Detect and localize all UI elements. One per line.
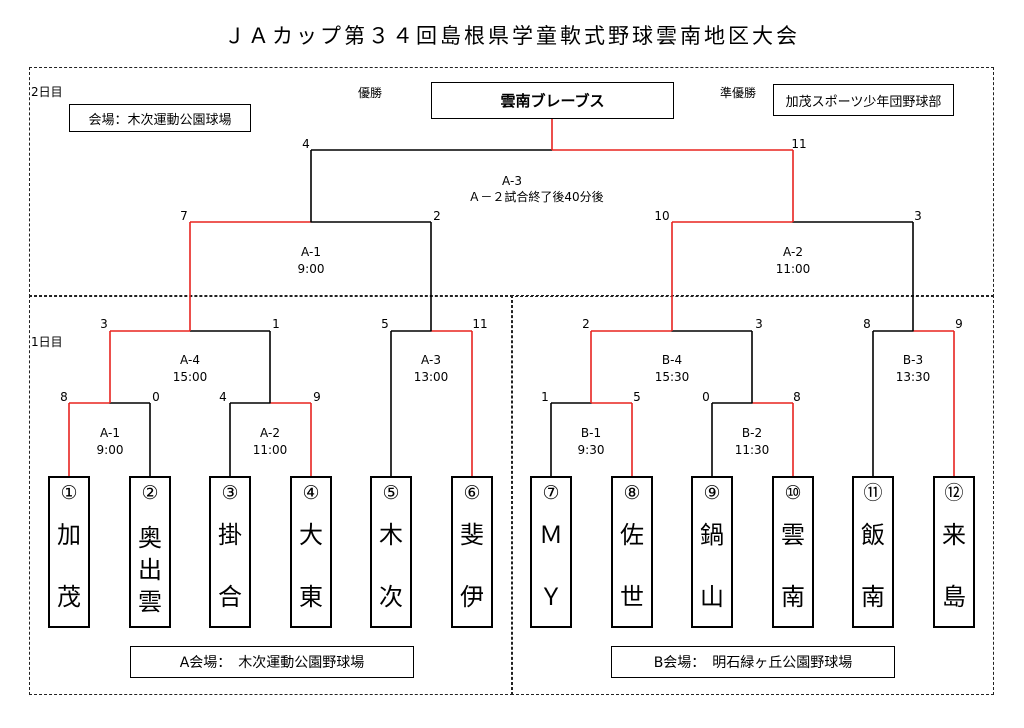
team-number: ⑦ <box>542 482 560 504</box>
final-left-score: 4 <box>302 137 310 151</box>
runnerup-name: 加茂スポーツ少年団野球部 <box>785 94 942 110</box>
day2-venue-box: 会場：木次運動公園球場 <box>69 104 251 132</box>
team-box-10: ⑩ 雲南 <box>772 476 814 628</box>
team-box-4: ④ 大東 <box>290 476 332 628</box>
match-b2-code: B-2 <box>741 426 763 440</box>
venue-b-region <box>511 295 994 695</box>
team-name: 雲南 <box>781 521 805 611</box>
page-title: ＪＡカップ第３４回島根県学童軟式野球雲南地区大会 <box>224 24 800 48</box>
venue-b-text: B会場： 明石緑ヶ丘公園野球場 <box>653 655 853 671</box>
match-a4-right-score: 1 <box>272 317 280 331</box>
final-right-score: 11 <box>791 137 807 151</box>
team-number: ① <box>60 482 78 504</box>
team-number: ⑩ <box>784 482 802 504</box>
champion-name: 雲南ブレーブス <box>500 92 605 110</box>
final-code: A-3 <box>502 174 522 188</box>
match-b2-right-score: 8 <box>793 390 801 404</box>
team-name: 掛合 <box>218 521 242 611</box>
match-a3-time: 13:00 <box>413 370 449 384</box>
final-time: Ａ－２試合終了後40分後 <box>468 190 604 204</box>
match-b2-time: 11:30 <box>734 443 770 457</box>
match-a2-right-score: 9 <box>313 390 321 404</box>
team-name: 加茂 <box>57 521 81 611</box>
team-box-7: ⑦ ＭＹ <box>530 476 572 628</box>
team-number: ② <box>141 482 159 504</box>
semi-left-right-score: 2 <box>433 209 441 223</box>
team-box-6: ⑥ 斐伊 <box>451 476 493 628</box>
match-b4-right-score: 3 <box>755 317 763 331</box>
champion-label: 優勝 <box>358 86 383 100</box>
semi-right-time: 11:00 <box>775 262 811 276</box>
semi-right-left-score: 10 <box>654 209 670 223</box>
champion-box: 雲南ブレーブス <box>431 82 674 119</box>
semi-left-left-score: 7 <box>180 209 188 223</box>
match-a1-left-score: 8 <box>60 390 68 404</box>
match-b1-time: 9:30 <box>577 443 605 457</box>
match-b4-code: B-4 <box>661 353 683 367</box>
team-name: 佐世 <box>620 521 644 611</box>
team-box-12: ⑫ 来島 <box>933 476 975 628</box>
venue-a-box: A会場： 木次運動公園野球場 <box>130 646 414 678</box>
match-b3-left-score: 8 <box>863 317 871 331</box>
match-a1-code: A-1 <box>100 426 120 440</box>
team-box-11: ⑪ 飯南 <box>852 476 894 628</box>
venue-b-box: B会場： 明石緑ヶ丘公園野球場 <box>611 646 895 678</box>
match-b1-right-score: 5 <box>633 390 641 404</box>
team-name: 奥出雲 <box>138 524 162 616</box>
team-number: ⑥ <box>463 482 481 504</box>
team-name: 飯南 <box>861 521 885 611</box>
match-a1-right-score: 0 <box>152 390 160 404</box>
venue-a-text: A会場： 木次運動公園野球場 <box>179 655 365 671</box>
team-number: ⑤ <box>382 482 400 504</box>
day1-label: 1日目 <box>31 335 63 349</box>
match-a3-left-score: 5 <box>381 317 389 331</box>
team-name: 木次 <box>379 521 403 611</box>
match-a4-code: A-4 <box>180 353 200 367</box>
team-name: 大東 <box>299 521 323 611</box>
team-box-8: ⑧ 佐世 <box>611 476 653 628</box>
match-b3-code: B-3 <box>902 353 924 367</box>
runnerup-box: 加茂スポーツ少年団野球部 <box>773 84 954 116</box>
match-a4-left-score: 3 <box>100 317 108 331</box>
match-b3-time: 13:30 <box>895 370 931 384</box>
team-box-5: ⑤ 木次 <box>370 476 412 628</box>
venue-a-region <box>29 295 513 695</box>
match-a2-left-score: 4 <box>219 390 227 404</box>
team-box-2: ② 奥出雲 <box>129 476 171 628</box>
match-b4-time: 15:30 <box>654 370 690 384</box>
match-a3-right-score: 11 <box>472 317 488 331</box>
match-a4-time: 15:00 <box>172 370 208 384</box>
team-number: ⑪ <box>863 482 883 504</box>
match-b4-left-score: 2 <box>582 317 590 331</box>
match-b2-left-score: 0 <box>702 390 710 404</box>
team-box-9: ⑨ 鍋山 <box>691 476 733 628</box>
team-name: 来島 <box>942 521 966 611</box>
semi-right-right-score: 3 <box>914 209 922 223</box>
team-box-3: ③ 掛合 <box>209 476 251 628</box>
team-number: ③ <box>221 482 239 504</box>
semi-left-time: 9:00 <box>297 262 325 276</box>
team-name: ＭＹ <box>539 521 563 611</box>
match-a1-time: 9:00 <box>96 443 124 457</box>
match-b1-left-score: 1 <box>541 390 549 404</box>
team-number: ⑨ <box>703 482 721 504</box>
team-number: ⑫ <box>944 482 964 504</box>
semi-right-code: A-2 <box>783 245 803 259</box>
match-a3-code: A-3 <box>421 353 441 367</box>
match-b1-code: B-1 <box>580 426 602 440</box>
team-name: 鍋山 <box>700 521 724 611</box>
team-number: ④ <box>302 482 320 504</box>
match-a2-code: A-2 <box>260 426 280 440</box>
team-name: 斐伊 <box>460 521 484 611</box>
match-a2-time: 11:00 <box>252 443 288 457</box>
match-b3-right-score: 9 <box>955 317 963 331</box>
day2-venue-text: 会場：木次運動公園球場 <box>88 112 232 128</box>
day2-label: 2日目 <box>31 85 63 99</box>
runnerup-label: 準優勝 <box>720 86 757 100</box>
semi-left-code: A-1 <box>301 245 321 259</box>
team-number: ⑧ <box>623 482 641 504</box>
team-box-1: ① 加茂 <box>48 476 90 628</box>
